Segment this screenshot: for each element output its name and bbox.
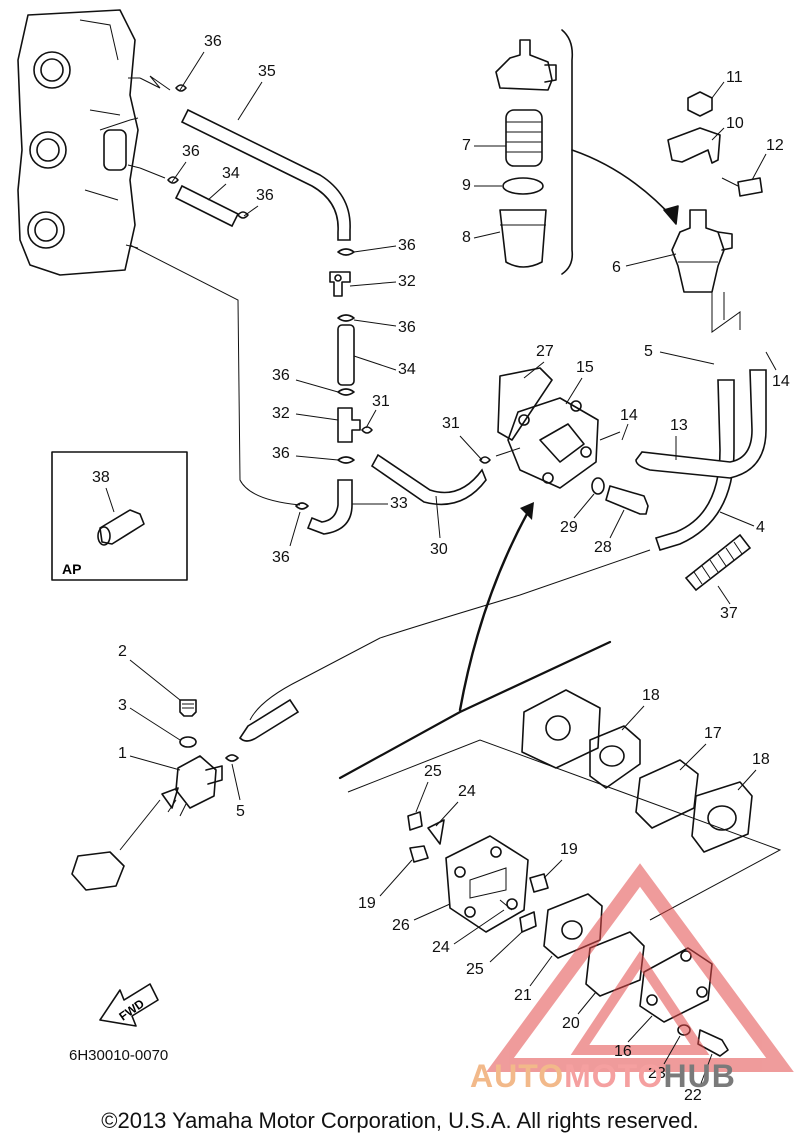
explode-arrow <box>458 502 534 712</box>
watermark-text-moto: MOTO <box>564 1058 664 1094</box>
callout-4: 4 <box>756 519 765 536</box>
hoses-4-13 <box>238 369 767 742</box>
fuel-joint-group <box>71 699 239 891</box>
callout-26: 26 <box>392 917 410 934</box>
callout-labels: 36 35 36 34 36 36 32 36 34 36 32 31 36 3… <box>92 33 790 1104</box>
callout-16: 16 <box>614 1043 632 1060</box>
callout-6: 6 <box>612 259 621 276</box>
callout-25-a: 25 <box>424 763 442 780</box>
callout-32-a: 32 <box>398 273 416 290</box>
callout-35: 35 <box>258 63 276 80</box>
callout-3: 3 <box>118 697 127 714</box>
callout-36-b: 36 <box>182 143 200 160</box>
callout-14-b: 14 <box>620 407 638 424</box>
callout-36-c: 36 <box>256 187 274 204</box>
callout-36-a: 36 <box>204 33 222 50</box>
callout-32-b: 32 <box>272 405 290 422</box>
callout-19-b: 19 <box>560 841 578 858</box>
diagram-code: 6H30010-0070 <box>69 1047 169 1064</box>
callout-22: 22 <box>684 1087 702 1104</box>
watermark-text-auto: AUTO <box>470 1058 565 1094</box>
callout-17: 17 <box>704 725 722 742</box>
callout-30: 30 <box>430 541 448 558</box>
bolt-28-washer-29 <box>591 477 649 515</box>
watermark-text-hub: HUB <box>663 1058 736 1094</box>
callout-24-b: 24 <box>432 939 450 956</box>
callout-5-a: 5 <box>644 343 653 360</box>
callout-34-b: 34 <box>398 361 416 378</box>
callout-28: 28 <box>594 539 612 556</box>
inset-box-ap <box>51 451 188 581</box>
callout-12: 12 <box>766 137 784 154</box>
callout-31-a: 31 <box>372 393 390 410</box>
copyright-notice: ©2013 Yamaha Motor Corporation, U.S.A. A… <box>101 1108 699 1133</box>
fuel-filter-assembly <box>667 91 763 333</box>
callout-19-a: 19 <box>358 895 376 912</box>
callout-38: 38 <box>92 469 110 486</box>
callout-21: 21 <box>514 987 532 1004</box>
callout-31-b: 31 <box>442 415 460 432</box>
fwd-arrow-icon <box>99 983 159 1027</box>
protector-37 <box>684 533 752 592</box>
callout-9: 9 <box>462 177 471 194</box>
callout-13: 13 <box>670 417 688 434</box>
callout-34-a: 34 <box>222 165 240 182</box>
engine-block-outline <box>17 9 141 276</box>
callout-36-e: 36 <box>398 319 416 336</box>
callout-18-a: 18 <box>642 687 660 704</box>
joint-32-lower <box>337 407 361 443</box>
callout-8: 8 <box>462 229 471 246</box>
inset-label: AP <box>62 561 82 577</box>
pump-exploded-frame <box>338 640 782 1057</box>
callout-15: 15 <box>576 359 594 376</box>
callout-36-g: 36 <box>272 445 290 462</box>
filter-exploded-group <box>495 29 679 275</box>
callout-36-h: 36 <box>272 549 290 566</box>
callout-5-b: 5 <box>236 803 245 820</box>
callout-24-a: 24 <box>458 783 476 800</box>
watermark-text: AUTOMOTOHUB <box>470 1058 736 1095</box>
callout-18-b: 18 <box>752 751 770 768</box>
callout-7: 7 <box>462 137 471 154</box>
callout-37: 37 <box>720 605 738 622</box>
callout-33: 33 <box>390 495 408 512</box>
watermark-logo-icon <box>486 863 794 1072</box>
callout-25-b: 25 <box>466 961 484 978</box>
joint-32-upper <box>329 271 351 297</box>
callout-1: 1 <box>118 745 127 762</box>
callout-36-f: 36 <box>272 367 290 384</box>
callout-11: 11 <box>726 69 743 86</box>
callout-29: 29 <box>560 519 578 536</box>
callout-36-d: 36 <box>398 237 416 254</box>
callout-2: 2 <box>118 643 127 660</box>
callout-10: 10 <box>726 115 744 132</box>
callout-14-a: 14 <box>772 373 790 390</box>
callout-23: 23 <box>648 1065 666 1082</box>
callout-27: 27 <box>536 343 554 360</box>
hose-system <box>129 75 487 535</box>
fuel-pump-15 <box>495 367 621 489</box>
clips <box>167 84 491 510</box>
callout-20: 20 <box>562 1015 580 1032</box>
